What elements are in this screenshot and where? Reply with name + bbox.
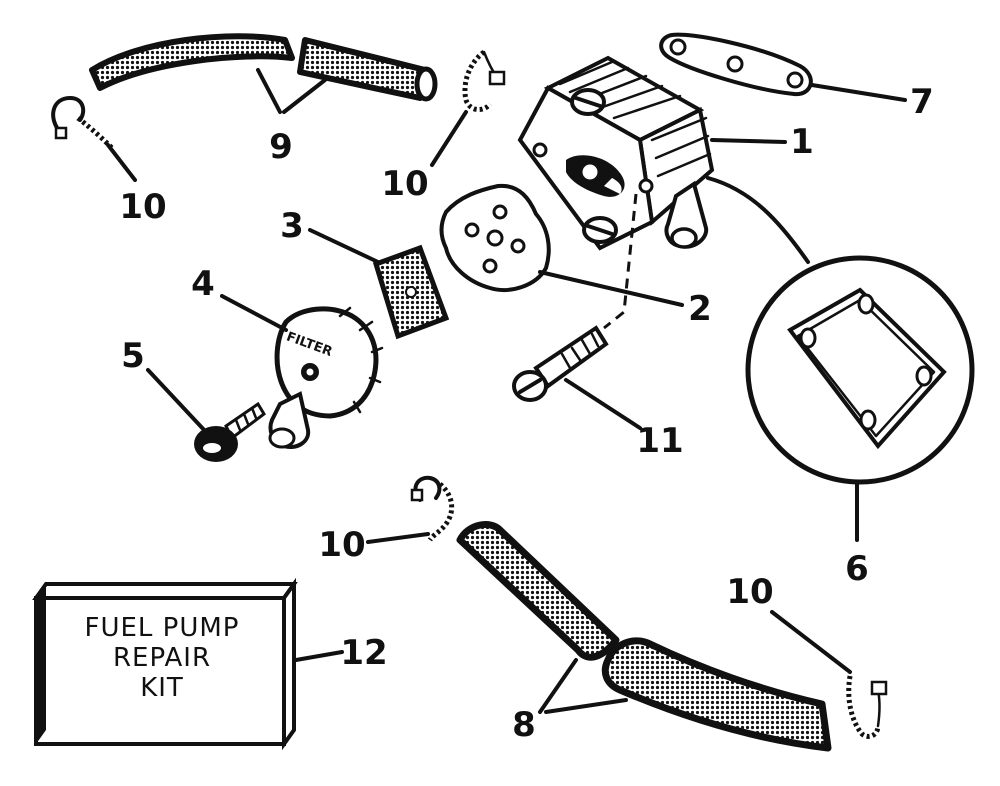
filter-screen <box>372 244 450 340</box>
leader-line-10-lower-right <box>770 610 852 674</box>
callout-10-upper-mid: 10 <box>381 164 428 204</box>
leader-line-7 <box>810 83 907 102</box>
leader-lines-9 <box>256 68 327 114</box>
repair-kit-line-1: FUEL PUMP <box>85 613 240 643</box>
leader-line-1 <box>710 138 787 144</box>
callout-3: 3 <box>280 206 304 246</box>
leader-line-10-upper-left <box>106 143 137 182</box>
callout-4: 4 <box>191 264 215 304</box>
pump-gasket <box>439 183 551 292</box>
callout-10-lower-left: 10 <box>318 525 365 565</box>
callout-9: 9 <box>269 127 293 167</box>
cover-screw <box>194 401 266 462</box>
leader-line-12 <box>294 650 344 662</box>
callout-7: 7 <box>910 82 934 122</box>
leader-line-10-upper-mid <box>430 110 468 167</box>
repair-kit-box: FUEL PUMP REPAIR KIT <box>32 577 298 751</box>
callout-11: 11 <box>636 421 683 461</box>
callout-5: 5 <box>121 336 145 376</box>
leader-line-11 <box>564 378 642 430</box>
leader-line-3 <box>308 228 380 264</box>
callout-1: 1 <box>790 122 814 162</box>
upper-hose-left <box>89 33 295 91</box>
hose-clamp-upper-mid <box>462 49 506 112</box>
mounting-gasket <box>659 32 813 97</box>
filter-cover: FILTER <box>268 306 384 449</box>
alignment-dashed-line <box>603 193 638 330</box>
hose-clamp-upper-left <box>51 96 114 150</box>
upper-hose-right <box>297 37 438 102</box>
leader-line-2 <box>538 270 684 307</box>
callout-6: 6 <box>845 549 869 589</box>
lower-hose-right <box>601 637 832 752</box>
hose-clamp-lower-left <box>410 475 455 542</box>
repair-kit-line-2: REPAIR <box>113 643 211 673</box>
detail-pointer-line <box>706 176 810 264</box>
leader-lines-8 <box>538 658 628 714</box>
fuel-pump-body <box>517 55 715 251</box>
callout-10-upper-left: 10 <box>119 187 166 227</box>
gasket-detail-circle <box>745 255 975 485</box>
callout-8: 8 <box>512 705 536 745</box>
callout-12: 12 <box>340 633 387 673</box>
repair-kit-line-3: KIT <box>140 673 184 703</box>
hose-clamp-lower-right <box>846 675 888 739</box>
mounting-screw <box>512 325 609 402</box>
lower-hose-left <box>456 521 620 661</box>
callout-2: 2 <box>688 289 712 329</box>
leader-line-4 <box>220 294 288 332</box>
leader-line-10-lower-left <box>366 532 430 544</box>
leader-line-5 <box>146 368 208 434</box>
callout-10-lower-right: 10 <box>726 572 773 612</box>
